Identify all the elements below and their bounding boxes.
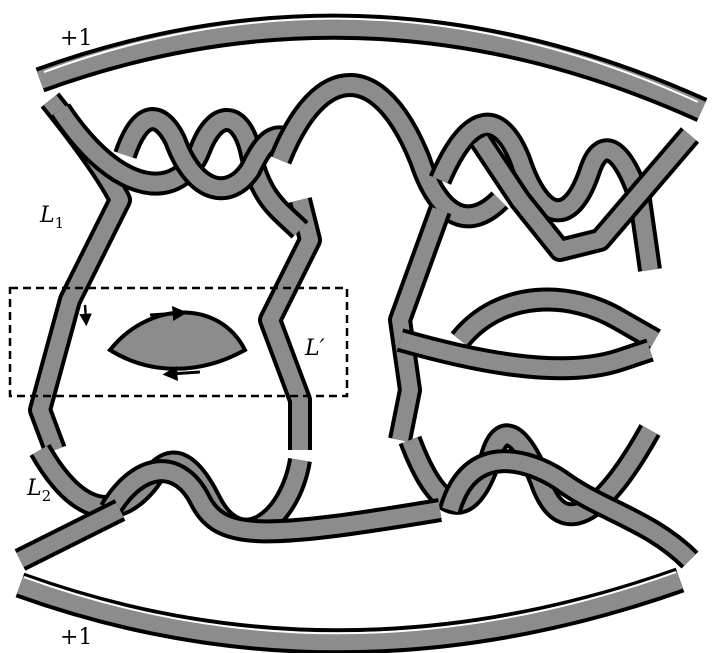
right-middle-arc [400, 300, 655, 369]
lower-left-twist [20, 450, 440, 560]
upper-right-twist [440, 125, 690, 270]
top-framing-label: +1 [60, 26, 92, 51]
bottom-arch-band [20, 572, 680, 641]
left-inner-band [270, 200, 310, 450]
bottom-framing-label: +1 [60, 625, 92, 650]
lprime-label: L′ [304, 336, 325, 361]
l2-subscript: 2 [42, 487, 52, 505]
lower-right-twist [410, 430, 690, 560]
right-left-band [400, 210, 440, 440]
l1-subscript: 1 [55, 214, 65, 232]
l1-label: L1 [39, 203, 64, 232]
lens-region [85, 305, 245, 374]
